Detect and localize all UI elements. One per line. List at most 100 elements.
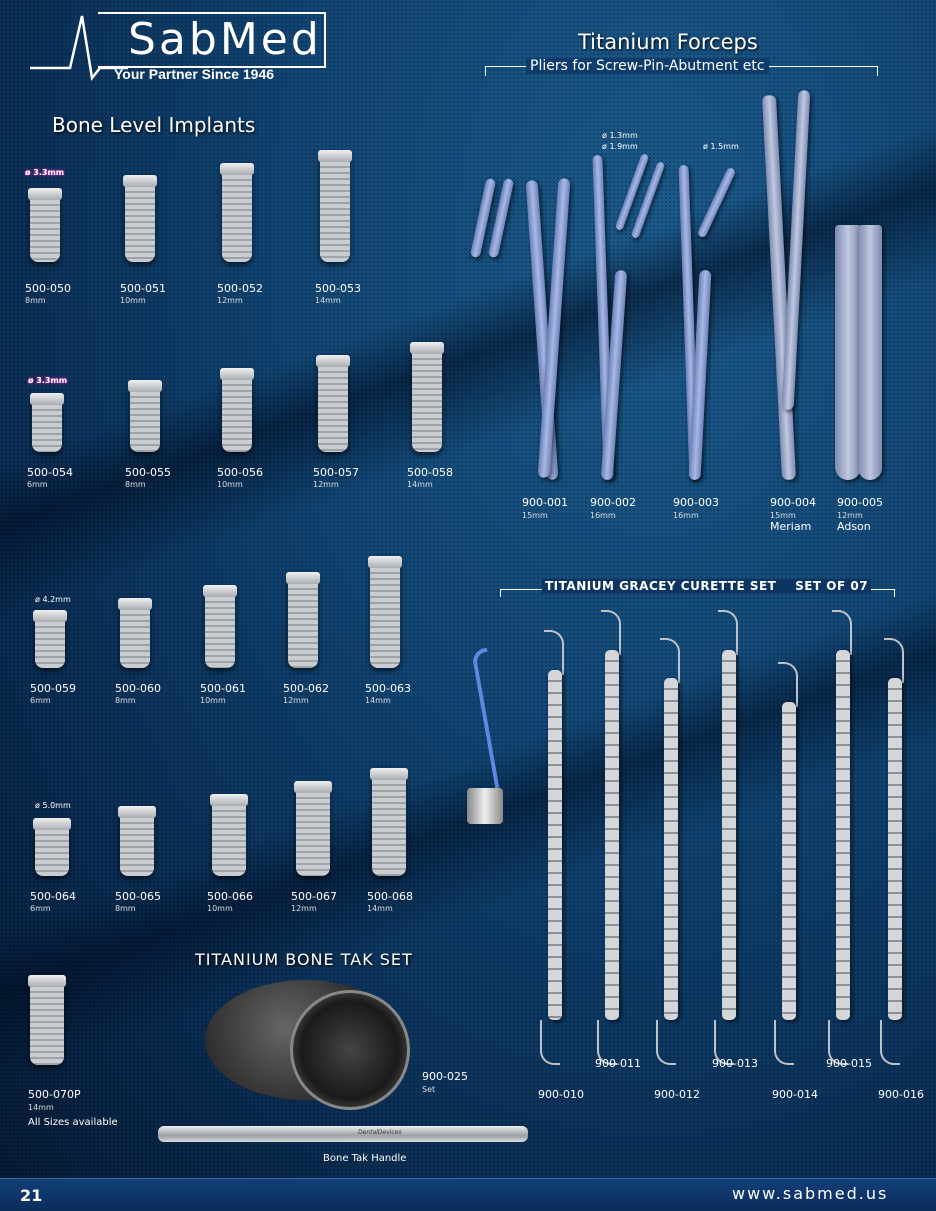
product-code: 900-001 — [522, 496, 568, 509]
curette-tip-icon — [544, 630, 564, 675]
implant-500-052 — [220, 163, 254, 262]
product-size: 12mm — [837, 511, 863, 520]
product-size: 6mm — [30, 696, 51, 705]
product-size: 10mm — [217, 480, 243, 489]
product-code: 500-055 — [125, 466, 171, 479]
product-size: 14mm — [367, 904, 393, 913]
implant-500-061 — [203, 585, 237, 668]
product-code: 500-064 — [30, 890, 76, 903]
product-code: 900-013 — [712, 1057, 758, 1070]
diameter-label: ø 5.0mm — [35, 801, 71, 810]
curette-900-016 — [888, 678, 902, 1020]
product-size: 12mm — [283, 696, 309, 705]
product-size: 12mm — [313, 480, 339, 489]
implant-500-062 — [286, 572, 320, 668]
diameter-label: ø 1.9mm — [602, 142, 638, 151]
implant-500-051 — [123, 175, 157, 262]
curette-tip-icon — [774, 1020, 794, 1065]
product-size: 15mm — [770, 511, 796, 520]
forceps-900-004 — [781, 89, 811, 411]
instrument-name: Meriam — [770, 520, 812, 533]
product-code: 500-065 — [115, 890, 161, 903]
curette-tip-icon — [832, 610, 852, 655]
handle-engraving: DentalDevices — [358, 1129, 402, 1136]
curette-900-010 — [548, 670, 562, 1020]
product-size: 6mm — [27, 480, 48, 489]
product-code: 900-014 — [772, 1088, 818, 1101]
product-code: 900-003 — [673, 496, 719, 509]
product-size: 10mm — [200, 696, 226, 705]
product-size: 8mm — [125, 480, 146, 489]
curette-tip-icon — [656, 1020, 676, 1065]
sabmed-logo: SabMed Your Partner Since 1946 — [30, 12, 326, 86]
page-number: 21 — [20, 1186, 43, 1205]
bonetak-case — [290, 990, 410, 1110]
footer-bar: 21 www.sabmed.us — [0, 1178, 936, 1211]
implant-500-053 — [318, 150, 352, 262]
gracey-count: SET OF 07 — [795, 579, 869, 593]
product-size: 16mm — [673, 511, 699, 520]
product-code: 900-005 — [837, 496, 883, 509]
product-note: Set — [422, 1085, 436, 1094]
gracey-title: TITANIUM GRACEY CURETTE SET SET OF 07 — [542, 579, 872, 593]
product-code: 500-050 — [25, 282, 71, 295]
product-size: 15mm — [522, 511, 548, 520]
bonetak-title: TITANIUM BONE TAK SET — [195, 950, 413, 969]
product-code: 500-057 — [313, 466, 359, 479]
diameter-label: ø 4.2mm — [35, 595, 71, 604]
forceps-title: Titanium Forceps — [578, 30, 758, 54]
product-code: 900-011 — [595, 1057, 641, 1070]
implant-500-056 — [220, 368, 254, 452]
product-code: 500-062 — [283, 682, 329, 695]
implant-500-065 — [118, 806, 156, 876]
product-size: 8mm — [115, 904, 136, 913]
curette-tip-icon — [884, 638, 904, 683]
product-code: 900-025 — [422, 1070, 468, 1083]
product-code: 500-068 — [367, 890, 413, 903]
product-code: 500-061 — [200, 682, 246, 695]
product-code: 500-070P — [28, 1088, 81, 1101]
curette-900-014 — [782, 702, 796, 1020]
product-code: 500-067 — [291, 890, 337, 903]
product-code: 500-051 — [120, 282, 166, 295]
implant-500-067 — [294, 781, 332, 876]
implant-500-063 — [368, 556, 402, 668]
product-size: 12mm — [291, 904, 317, 913]
curette-900-012 — [664, 678, 678, 1020]
product-size: 10mm — [120, 296, 146, 305]
diameter-label: ø 1.5mm — [703, 142, 739, 151]
curette-900-011 — [605, 650, 619, 1020]
implant-500-055 — [128, 380, 162, 452]
curette-900-015 — [836, 650, 850, 1020]
sizes-note: All Sizes available — [28, 1117, 118, 1128]
curette-tip-icon — [718, 610, 738, 655]
product-size: 12mm — [217, 296, 243, 305]
product-code: 900-016 — [878, 1088, 924, 1101]
handle-label: Bone Tak Handle — [323, 1153, 407, 1164]
product-code: 900-010 — [538, 1088, 584, 1101]
curette-tip-closeup — [465, 647, 512, 838]
product-code: 500-056 — [217, 466, 263, 479]
implant-500-057 — [316, 355, 350, 452]
curette-tip-icon — [540, 1020, 560, 1065]
curette-900-013 — [722, 650, 736, 1020]
product-code: 500-052 — [217, 282, 263, 295]
product-code: 500-053 — [315, 282, 361, 295]
curette-tip-icon — [880, 1020, 900, 1065]
implant-500-070P — [28, 975, 66, 1065]
heartbeat-line-icon — [30, 15, 128, 81]
product-code: 900-002 — [590, 496, 636, 509]
implant-500-058 — [410, 342, 444, 452]
product-size: 14mm — [315, 296, 341, 305]
implant-500-064 — [33, 818, 71, 876]
bonetak-handle: DentalDevices — [158, 1126, 528, 1142]
implants-title: Bone Level Implants — [52, 113, 256, 137]
diameter-label: ø 3.3mm — [25, 168, 65, 177]
product-size: 14mm — [407, 480, 433, 489]
product-code: 500-063 — [365, 682, 411, 695]
logo-name: SabMed — [128, 14, 322, 65]
product-size: 16mm — [590, 511, 616, 520]
diameter-label: ø 1.3mm — [602, 131, 638, 140]
website-link[interactable]: www.sabmed.us — [732, 1184, 889, 1203]
implant-500-059 — [33, 610, 67, 668]
